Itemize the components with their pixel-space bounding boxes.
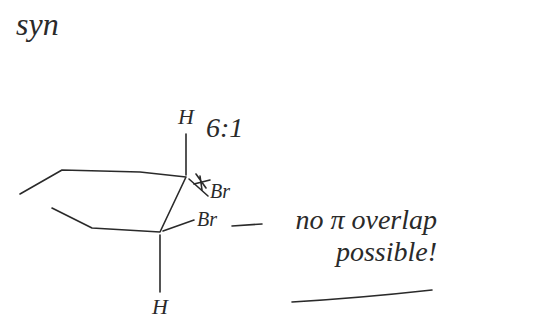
note-heading: syn xyxy=(16,6,59,43)
atom-label: Br xyxy=(197,208,217,231)
bromine-bond-lower xyxy=(163,220,194,231)
leader-dash xyxy=(232,224,262,226)
atom-label: H xyxy=(178,104,194,129)
atom-label: H xyxy=(152,294,168,319)
ratio-label: 6:1 xyxy=(206,112,243,144)
scribble-mark xyxy=(194,174,210,190)
cyclohexane-chair xyxy=(20,170,186,232)
axial-bond-down xyxy=(159,235,161,292)
atom-label: Br xyxy=(210,180,230,203)
axial-bond-up xyxy=(185,134,187,175)
note-text: no π overlap possible! xyxy=(232,204,437,268)
underline xyxy=(292,290,432,302)
